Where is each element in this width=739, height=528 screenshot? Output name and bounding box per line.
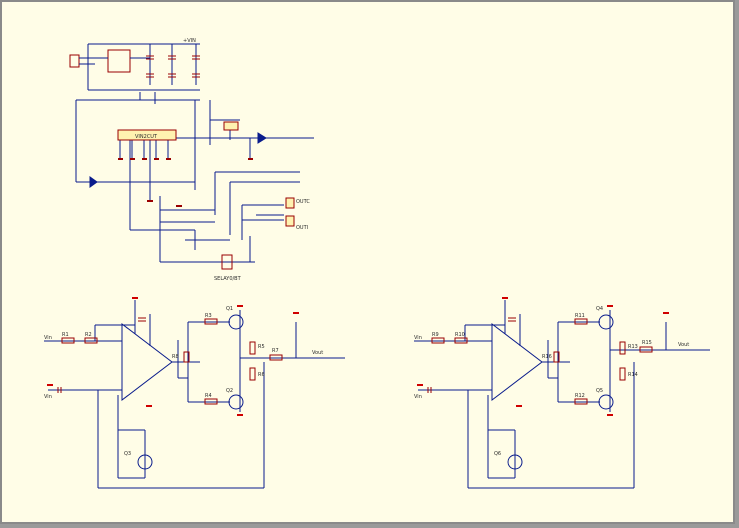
resistor-r8-left — [183, 351, 190, 363]
out-connector-i — [285, 215, 295, 227]
resistor-r5-left — [249, 341, 256, 355]
transistor-q4-right — [598, 314, 614, 330]
power-supply-circuit — [69, 43, 314, 270]
r3-label-left: R3 — [205, 313, 212, 319]
q6-label-right: Q6 — [494, 451, 501, 457]
q2-label-left: Q2 — [226, 388, 233, 394]
relay-label: SELAY0/BT — [214, 276, 242, 282]
input-label-right-2: Vin — [414, 394, 422, 400]
amplifier-right: Vin Vin Vout Q4 Q5 Q6 R9 R10 R11 R12 R13… — [414, 297, 710, 489]
resistor-r4-left — [204, 398, 218, 405]
resistor-r10-right — [454, 337, 468, 344]
q5-label-right: Q5 — [596, 388, 603, 394]
input-connector — [69, 54, 80, 68]
transistor-q6-right — [507, 454, 523, 470]
r5-label-left: R5 — [258, 344, 265, 350]
r14-label-right: R14 — [628, 372, 638, 378]
resistor-r15-right — [639, 346, 653, 353]
resistor-r7-left — [269, 354, 283, 361]
resistor-r6-left — [249, 367, 256, 381]
resistor-r9-right — [431, 337, 445, 344]
header-connector — [223, 121, 239, 131]
out-label-c: OUTC — [296, 199, 310, 205]
output-diode — [257, 132, 267, 144]
out-label-i: OUTI — [296, 225, 308, 231]
transistor-q2-left — [228, 394, 244, 410]
q1-label-left: Q1 — [226, 306, 233, 312]
input-label-left-1: Vin — [44, 335, 52, 341]
r16-label-right: R16 — [542, 354, 552, 360]
out-connector-c — [285, 197, 295, 209]
relay — [221, 254, 233, 270]
r6-label-left: R6 — [258, 372, 265, 378]
r4-label-left: R4 — [205, 393, 212, 399]
resistor-r14-right — [619, 367, 626, 381]
resistor-r11-right — [574, 318, 588, 325]
resistor-r16-right — [553, 351, 560, 363]
output-label-left: Vout — [312, 350, 323, 356]
opamp-left — [121, 322, 173, 402]
r7-label-left: R7 — [272, 348, 279, 354]
resistor-r1-left — [61, 337, 75, 344]
r13-label-right: R13 — [628, 344, 638, 350]
transistor-q1-left — [228, 314, 244, 330]
r12-label-right: R12 — [575, 393, 585, 399]
bridge-rectifier — [107, 49, 131, 73]
r1-label-left: R1 — [62, 332, 69, 338]
input-label-right-1: Vin — [414, 335, 422, 341]
resistor-r13-right — [619, 341, 626, 355]
resistor-r12-right — [574, 398, 588, 405]
opamp-right — [491, 322, 543, 402]
amplifier-left: Vin Vin Vout Q1 Q2 Q3 R1 R2 R3 R4 R5 R6 … — [44, 297, 345, 489]
ground-symbols-power — [118, 158, 253, 207]
output-label-right: Vout — [678, 342, 689, 348]
r15-label-right: R15 — [642, 340, 652, 346]
resistor-r3-left — [204, 318, 218, 325]
r8-label-left: R8 — [172, 354, 179, 360]
feedback-diode — [89, 176, 98, 188]
r10-label-right: R10 — [455, 332, 465, 338]
input-label-left-2: Vin — [44, 394, 52, 400]
transistor-q3-left — [137, 454, 153, 470]
regulator-chip — [117, 129, 177, 141]
power-rail-label: +VIN — [183, 38, 196, 44]
r9-label-right: R9 — [432, 332, 439, 338]
resistor-r2-left — [84, 337, 98, 344]
transistor-q5-right — [598, 394, 614, 410]
regulator-chip-label: VIN2CUT — [135, 134, 158, 140]
q4-label-right: Q4 — [596, 306, 603, 312]
q3-label-left: Q3 — [124, 451, 131, 457]
r11-label-right: R11 — [575, 313, 585, 319]
r2-label-left: R2 — [85, 332, 92, 338]
